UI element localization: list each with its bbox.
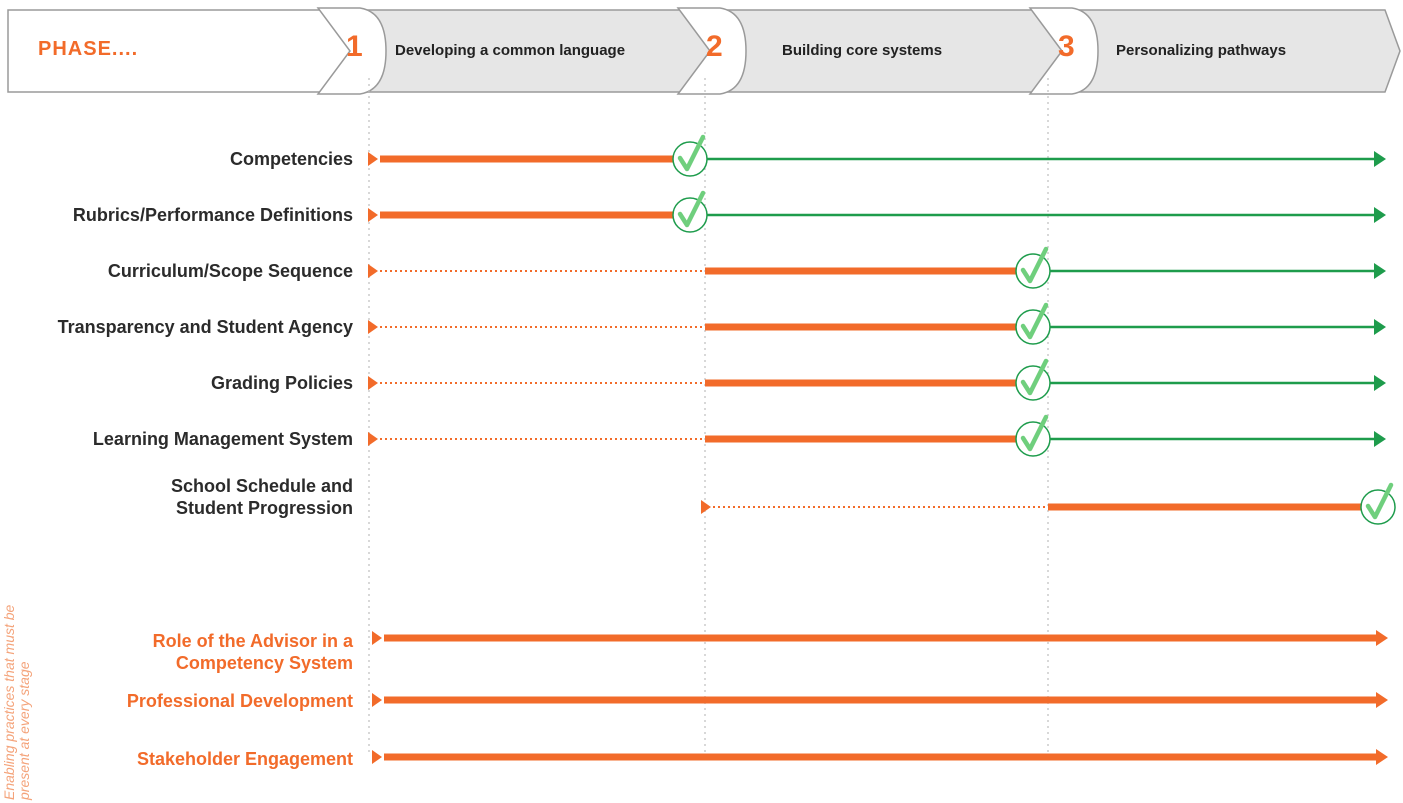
row-check-icon-0-mark: [677, 134, 706, 172]
row-start-marker-0: [368, 152, 378, 166]
enabling-track-0: [372, 630, 1388, 646]
row-check-icon-2-mark: [1020, 246, 1049, 284]
row-label-curriculum: Curriculum/Scope Sequence: [107, 261, 353, 281]
row-label-lms: Learning Management System: [92, 429, 353, 449]
row-track-4: [368, 358, 1386, 401]
enabling-label-professional-development: Professional Development: [126, 691, 353, 711]
phase-3-tab: [1028, 7, 1099, 95]
row-check-icon-1-mark: [677, 190, 706, 228]
row-check-icon-5: [1015, 414, 1051, 457]
phase-lead-label: PHASE....: [38, 38, 139, 60]
enabling-label-stakeholder: Stakeholder Engagement: [136, 749, 353, 769]
enabling-arrowhead-2: [1376, 749, 1388, 765]
row-start-marker-5: [368, 432, 378, 446]
phase-1-label: Developing a common language: [395, 42, 626, 59]
row-label-competencies: Competencies: [229, 149, 353, 169]
row-track-2: [368, 246, 1386, 289]
row-check-icon-4-mark: [1020, 358, 1049, 396]
enabling-track-1: [372, 692, 1388, 708]
phase-2-label: Building core systems: [782, 42, 943, 59]
row-label-schedule-line1: School Schedule and: [170, 476, 353, 496]
row-check-icon-0: [672, 134, 708, 177]
phase-1-number: 1: [346, 30, 363, 63]
row-start-marker-3: [368, 320, 378, 334]
enabling-side-note-text: Enabling practices that must be present …: [1, 604, 32, 800]
row-arrowhead-0: [1374, 151, 1386, 167]
row-track-0: [368, 134, 1386, 177]
enabling-arrowhead-1: [1376, 692, 1388, 708]
row-arrowhead-2: [1374, 263, 1386, 279]
row-track-1: [368, 190, 1386, 233]
row-label-rubrics: Rubrics/Performance Definitions: [72, 205, 353, 225]
enabling-layer: [372, 630, 1388, 765]
row-arrowhead-4: [1374, 375, 1386, 391]
phase-header: [7, 7, 1401, 95]
row-check-icon-3: [1015, 302, 1051, 345]
row-track-5: [368, 414, 1386, 457]
enabling-label-advisor-line1: Role of the Advisor in a: [152, 631, 353, 651]
phase-3-label: Personalizing pathways: [1116, 42, 1287, 59]
enabling-start-marker-0: [372, 631, 382, 645]
row-track-3: [368, 302, 1386, 345]
enabling-label-advisor: Role of the Advisor in a Competency Syst…: [0, 630, 353, 674]
enabling-side-note: Enabling practices that must be present …: [1, 585, 62, 800]
enabling-label-advisor-line2: Competency System: [175, 653, 353, 673]
row-track-6: [701, 482, 1396, 525]
phase-gridlines: [368, 78, 1049, 752]
enabling-arrowhead-0: [1376, 630, 1388, 646]
rows-layer: [368, 134, 1396, 525]
row-check-icon-1: [672, 190, 708, 233]
row-start-marker-6: [701, 500, 711, 514]
row-check-icon-3-mark: [1020, 302, 1049, 340]
row-label-schedule-line2: Student Progression: [175, 498, 353, 518]
row-check-icon-6: [1360, 482, 1396, 525]
row-label-schedule: School Schedule and Student Progression: [0, 475, 353, 519]
row-start-marker-4: [368, 376, 378, 390]
row-start-marker-1: [368, 208, 378, 222]
row-check-icon-5-mark: [1020, 414, 1049, 452]
row-check-icon-6-mark: [1365, 482, 1394, 520]
phase-3-number: 3: [1058, 30, 1075, 63]
enabling-start-marker-2: [372, 750, 382, 764]
row-arrowhead-1: [1374, 207, 1386, 223]
row-label-transparency: Transparency and Student Agency: [57, 317, 353, 337]
phase-1-tab: [316, 7, 387, 95]
enabling-track-2: [372, 749, 1388, 765]
row-check-icon-4: [1015, 358, 1051, 401]
phase-2-number: 2: [706, 30, 723, 63]
row-label-grading: Grading Policies: [210, 373, 353, 393]
row-arrowhead-3: [1374, 319, 1386, 335]
row-start-marker-2: [368, 264, 378, 278]
phase-2-tab: [676, 7, 747, 95]
enabling-start-marker-1: [372, 693, 382, 707]
row-check-icon-2: [1015, 246, 1051, 289]
row-arrowhead-5: [1374, 431, 1386, 447]
